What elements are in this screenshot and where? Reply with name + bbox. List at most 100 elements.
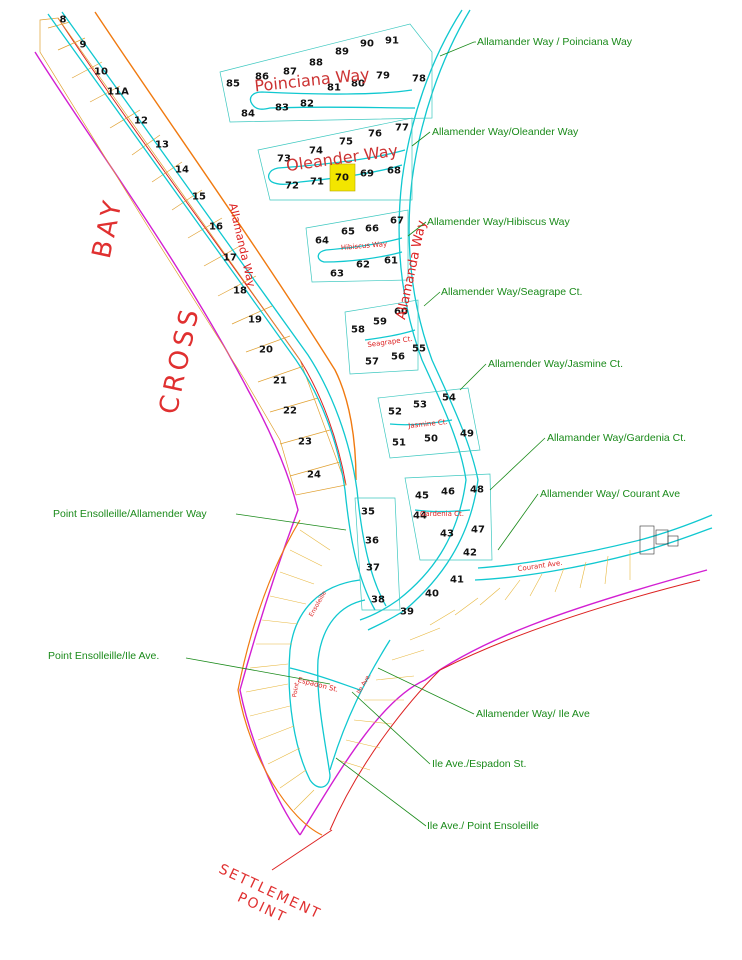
street-point: Point xyxy=(291,681,301,698)
lot-13[interactable]: 13 xyxy=(155,140,169,151)
road-jasmine xyxy=(389,419,453,426)
lot-68[interactable]: 68 xyxy=(387,166,401,177)
lot-39[interactable]: 39 xyxy=(400,607,414,618)
lot-19[interactable]: 19 xyxy=(248,315,262,326)
callout-point-allamender: Point Ensolleille/Allamender Way xyxy=(53,508,207,520)
callout-ile-espadon: Ile Ave./Espadon St. xyxy=(432,758,526,770)
lot-82[interactable]: 82 xyxy=(300,99,314,110)
lot-44[interactable]: 44 xyxy=(413,511,427,522)
lot-49[interactable]: 49 xyxy=(460,429,474,440)
lot-86[interactable]: 86 xyxy=(255,72,269,83)
lot-23[interactable]: 23 xyxy=(298,437,312,448)
road-allamanda-east xyxy=(367,9,479,631)
lot-50[interactable]: 50 xyxy=(424,434,438,445)
lot-11a[interactable]: 11A xyxy=(107,87,129,98)
road-point-ensoleille xyxy=(288,579,366,788)
callout-hibiscus: Allamender Way/Hibiscus Way xyxy=(427,216,571,228)
callout-jasmine: Allamender Way/Jasmine Ct. xyxy=(488,358,623,370)
lot-46[interactable]: 46 xyxy=(441,487,455,498)
lot-38[interactable]: 38 xyxy=(371,595,385,606)
lot-90[interactable]: 90 xyxy=(360,39,374,50)
lot-57[interactable]: 57 xyxy=(365,357,379,368)
lot-16[interactable]: 16 xyxy=(209,222,223,233)
waterfront-lot-lines xyxy=(245,529,631,811)
lot-76[interactable]: 76 xyxy=(368,129,382,140)
lot-42[interactable]: 42 xyxy=(463,548,477,559)
lot-60[interactable]: 60 xyxy=(394,307,408,318)
road-hibiscus xyxy=(317,237,403,263)
callout-seagrape: Allamender Way/Seagrape Ct. xyxy=(441,286,582,298)
lot-62[interactable]: 62 xyxy=(356,260,370,271)
lot-81[interactable]: 81 xyxy=(327,83,341,94)
lot-22[interactable]: 22 xyxy=(283,406,297,417)
courant-structure xyxy=(639,525,679,555)
lot-35[interactable]: 35 xyxy=(361,507,375,518)
boundary-southwest-tip xyxy=(237,519,323,836)
lot-61[interactable]: 61 xyxy=(384,256,398,267)
lot-40[interactable]: 40 xyxy=(425,589,439,600)
lot-21[interactable]: 21 xyxy=(273,376,287,387)
street-ensoleille: Ensoleille xyxy=(308,590,328,618)
roads xyxy=(47,9,713,788)
lot-17[interactable]: 17 xyxy=(223,253,237,264)
lot-47[interactable]: 47 xyxy=(471,525,485,536)
lot-70[interactable]: 70 xyxy=(335,173,349,184)
lot-14[interactable]: 14 xyxy=(175,165,189,176)
lot-72[interactable]: 72 xyxy=(285,181,299,192)
lot-53[interactable]: 53 xyxy=(413,400,427,411)
lot-87[interactable]: 87 xyxy=(283,67,297,78)
lot-63[interactable]: 63 xyxy=(330,269,344,280)
west-strip-lots xyxy=(39,17,347,496)
lot-52[interactable]: 52 xyxy=(388,407,402,418)
lot-56[interactable]: 56 xyxy=(391,352,405,363)
highlighted-lot-70[interactable] xyxy=(329,163,356,192)
lot-66[interactable]: 66 xyxy=(365,224,379,235)
lot-77[interactable]: 77 xyxy=(395,123,409,134)
lot-74[interactable]: 74 xyxy=(309,146,323,157)
lot-37[interactable]: 37 xyxy=(366,563,380,574)
lot-89[interactable]: 89 xyxy=(335,47,349,58)
lot-55[interactable]: 55 xyxy=(412,344,426,355)
street-seagrape: Seagrape Ct. xyxy=(367,335,413,349)
callout-courant: Allamender Way/ Courant Ave xyxy=(540,488,680,500)
lot-73[interactable]: 73 xyxy=(277,154,291,165)
lot-67[interactable]: 67 xyxy=(390,216,404,227)
lot-59[interactable]: 59 xyxy=(373,317,387,328)
lot-15[interactable]: 15 xyxy=(192,192,206,203)
lot-64[interactable]: 64 xyxy=(315,236,329,247)
lot-45[interactable]: 45 xyxy=(415,491,429,502)
lot-83[interactable]: 83 xyxy=(275,103,289,114)
lot-24[interactable]: 24 xyxy=(307,470,321,481)
lot-43[interactable]: 43 xyxy=(440,529,454,540)
lot-75[interactable]: 75 xyxy=(339,137,353,148)
lot-36[interactable]: 36 xyxy=(365,536,379,547)
water-label-cross: CROSS xyxy=(154,303,206,417)
lot-88[interactable]: 88 xyxy=(309,58,323,69)
lot-79[interactable]: 79 xyxy=(376,71,390,82)
lot-54[interactable]: 54 xyxy=(442,393,456,404)
lot-58[interactable]: 58 xyxy=(351,325,365,336)
lot-69[interactable]: 69 xyxy=(360,169,374,180)
lot-80[interactable]: 80 xyxy=(351,79,365,90)
lot-labels: 891011A121314151617181920212223243536373… xyxy=(60,15,485,618)
water-label-bay: BAY xyxy=(87,195,129,261)
lot-18[interactable]: 18 xyxy=(233,286,247,297)
lot-71[interactable]: 71 xyxy=(310,177,324,188)
street-gardenia: Gardenia Ct. xyxy=(420,510,464,518)
lot-78[interactable]: 78 xyxy=(412,74,426,85)
lot-85[interactable]: 85 xyxy=(226,79,240,90)
lot-9[interactable]: 9 xyxy=(80,40,87,51)
lot-84[interactable]: 84 xyxy=(241,109,255,120)
lot-8[interactable]: 8 xyxy=(60,15,67,26)
lot-20[interactable]: 20 xyxy=(259,345,273,356)
lot-65[interactable]: 65 xyxy=(341,227,355,238)
street-hibiscus: Hibiscus Way xyxy=(341,240,388,252)
lot-12[interactable]: 12 xyxy=(134,116,148,127)
lot-91[interactable]: 91 xyxy=(385,36,399,47)
lot-10[interactable]: 10 xyxy=(94,67,108,78)
shoreline-west xyxy=(34,51,301,836)
lot-48[interactable]: 48 xyxy=(470,485,484,496)
lot-51[interactable]: 51 xyxy=(392,438,406,449)
lot-41[interactable]: 41 xyxy=(450,575,464,586)
